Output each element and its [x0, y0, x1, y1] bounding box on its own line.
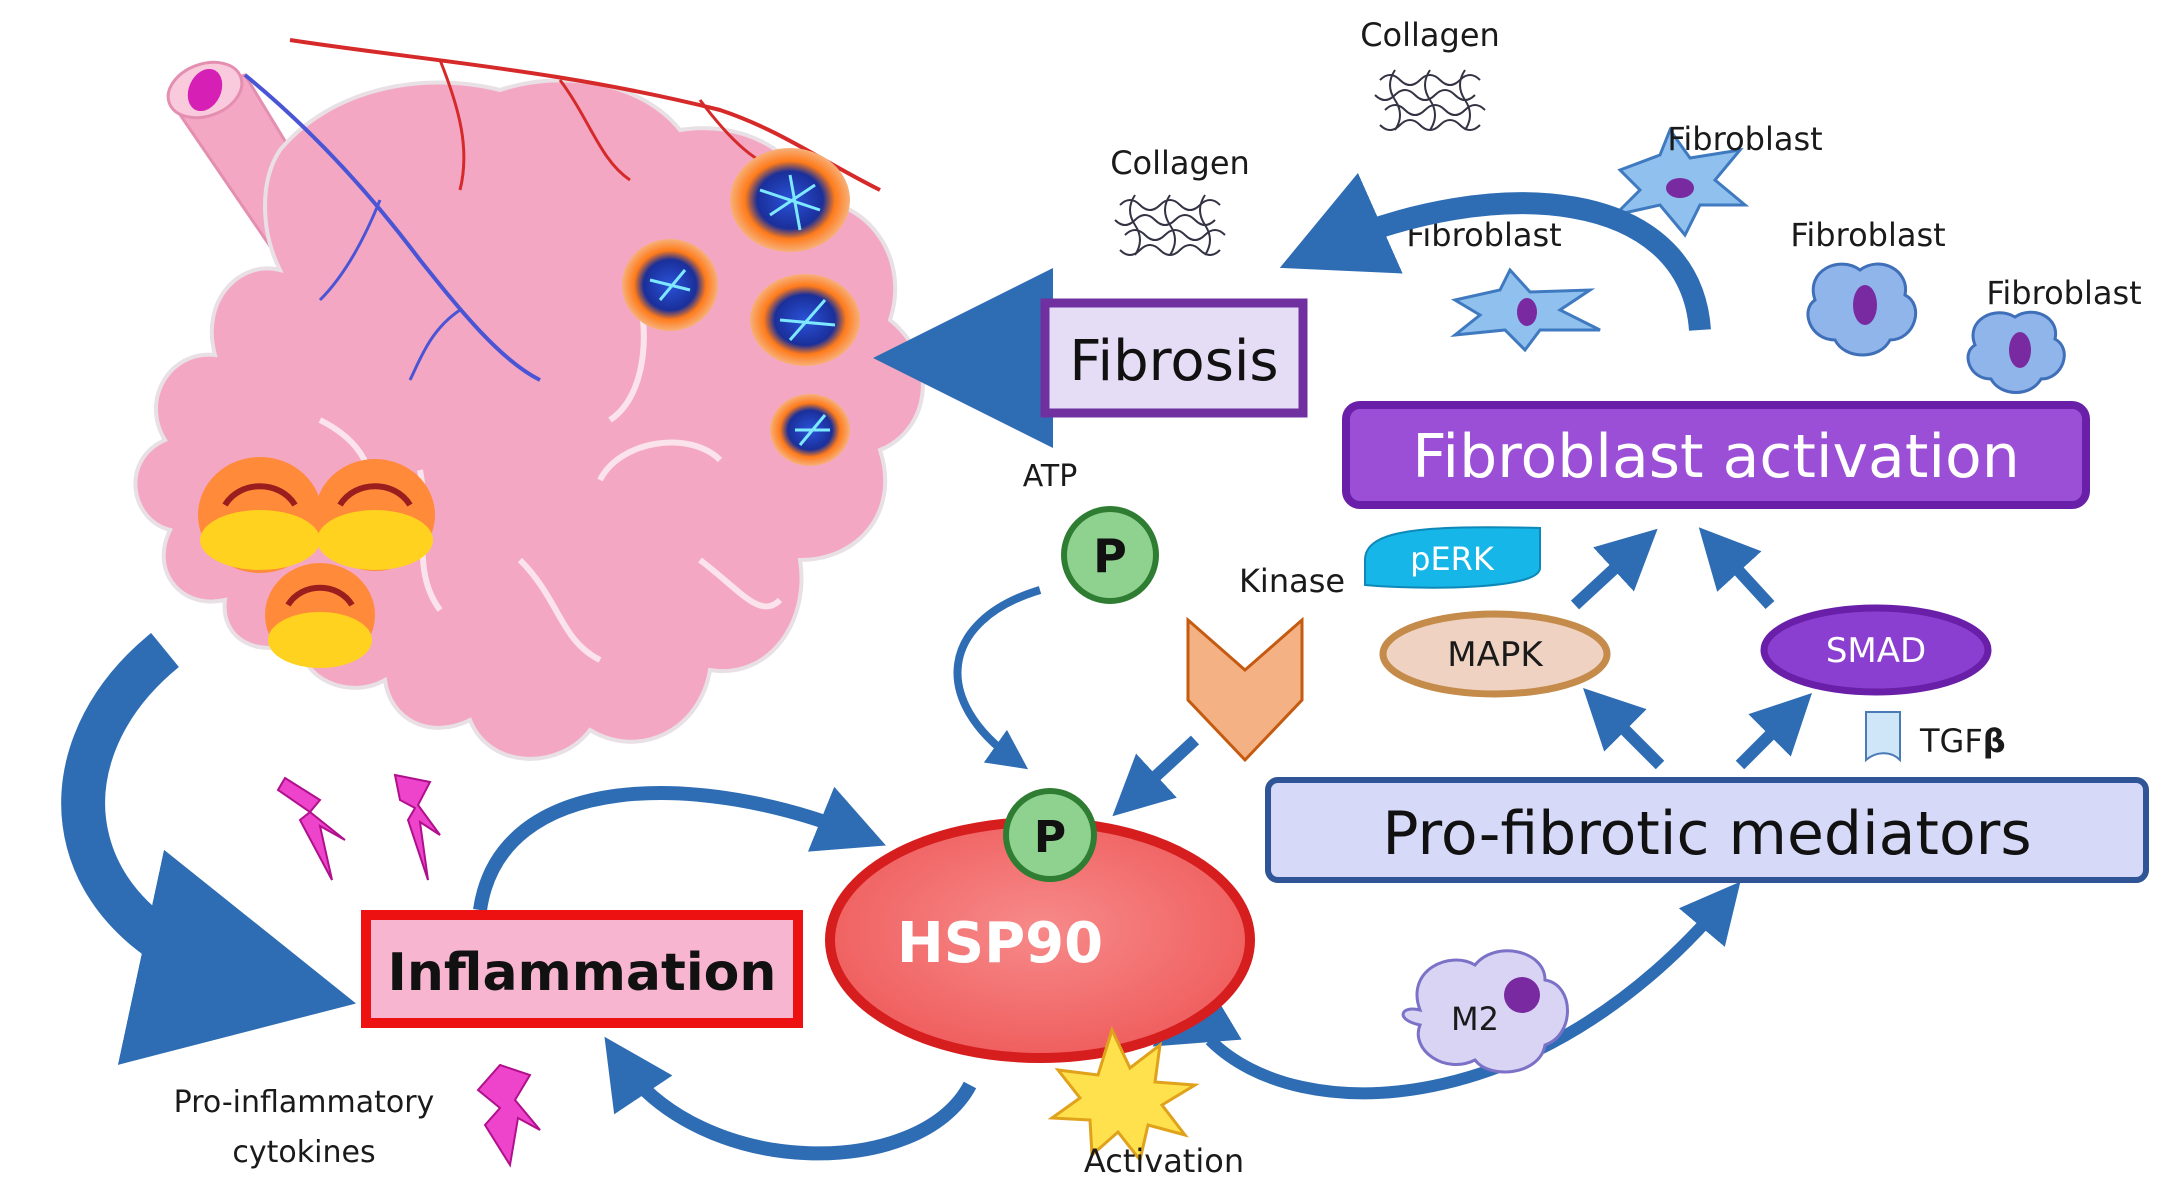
hsp90-label: HSP90: [897, 911, 1103, 976]
pro-inflammatory-label-line2: cytokines: [232, 1135, 375, 1170]
collagen-top-label: Collagen: [1360, 16, 1500, 54]
fibroblast-round-cell-1: [1806, 262, 1918, 357]
m2-macrophage-cell: M2: [1401, 949, 1569, 1074]
phosphate-hsp90: P: [1003, 788, 1097, 882]
fibrosis-label: Fibrosis: [1069, 329, 1278, 394]
mapk-label: MAPK: [1447, 635, 1544, 675]
activation-star-icon: [1047, 1025, 1200, 1164]
inflamed-alveoli: [198, 457, 435, 668]
perk-label: pERK: [1410, 540, 1495, 578]
arrow-fibroblast-to-collagen: [1279, 172, 1711, 332]
arrow-mediators-to-mapk: [1583, 688, 1665, 770]
pro-fibrotic-mediators-label: Pro-fibrotic mediators: [1382, 799, 2031, 869]
tgf-beta-symbol: β: [1983, 722, 2006, 760]
lung-illustration: [133, 38, 925, 761]
fibroblast-activation-box: Fibroblast activation: [1342, 401, 2090, 509]
activation-label: Activation: [1084, 1142, 1244, 1180]
arrow-inflammation-to-hsp90: [473, 786, 886, 912]
arrow-lung-to-inflammation: [61, 632, 357, 1065]
svg-text:TGFβ: TGFβ: [1919, 722, 2006, 760]
arrow-kinase-to-hsp-p: [1112, 735, 1200, 817]
lightning-icons: [276, 773, 541, 1168]
inflammation-label: Inflammation: [388, 943, 777, 1003]
kinase-label: Kinase: [1239, 562, 1345, 600]
hsp90-ellipse: HSP90: [825, 817, 1255, 1063]
arrow-atp-to-hsp-p: [953, 586, 1042, 770]
arrow-mapk-to-activation: [1570, 528, 1658, 610]
lightning-icon: [393, 773, 441, 881]
perk-shape: pERK: [1364, 526, 1541, 589]
tgf-label: TGF: [1919, 722, 1983, 760]
lightning-icon: [476, 1063, 541, 1168]
arrow-smad-to-activation: [1698, 527, 1775, 610]
phosphate-hsp90-label: P: [1034, 812, 1066, 863]
lightning-icon: [276, 776, 346, 881]
phosphate-top-label: P: [1093, 529, 1127, 583]
fibroblast-round-cell-2: [1966, 310, 2066, 394]
collagen-fibers-top: [1374, 69, 1486, 131]
fibrotic-nodules: [622, 148, 860, 466]
inflammation-box: Inflammation: [361, 910, 803, 1028]
mapk-shape: MAPK: [1379, 610, 1611, 698]
collagen-fibers-left: [1114, 194, 1226, 256]
fibroblast-label-1: Fibroblast: [1667, 120, 1822, 158]
arrow-hsp90-to-inflammation: [604, 1036, 977, 1161]
collagen-left-label: Collagen: [1110, 144, 1250, 182]
fibroblast-label-4: Fibroblast: [1986, 274, 2141, 312]
arrow-hsp90-to-mediators: [1205, 881, 1741, 1100]
kinase-chevron-icon: [1186, 616, 1304, 763]
m2-label: M2: [1451, 1000, 1499, 1038]
arrow-mediators-to-smad: [1735, 693, 1812, 770]
fibroblast-activation-label: Fibroblast activation: [1412, 422, 2020, 492]
atp-label: ATP: [1023, 459, 1078, 494]
fibrosis-box: Fibrosis: [1040, 298, 1308, 418]
pro-fibrotic-mediators-box: Pro-fibrotic mediators: [1265, 777, 2149, 883]
smad-label: SMAD: [1826, 631, 1926, 671]
smad-shape: SMAD: [1760, 604, 1992, 696]
fibroblast-small-star-cell: [1450, 267, 1601, 353]
phosphate-top: P: [1061, 506, 1159, 604]
tgf-beta-icon: TGFβ: [1865, 711, 2006, 763]
pro-inflammatory-label-line1: Pro-inflammatory: [174, 1085, 435, 1120]
fibroblast-label-3: Fibroblast: [1790, 216, 1945, 254]
